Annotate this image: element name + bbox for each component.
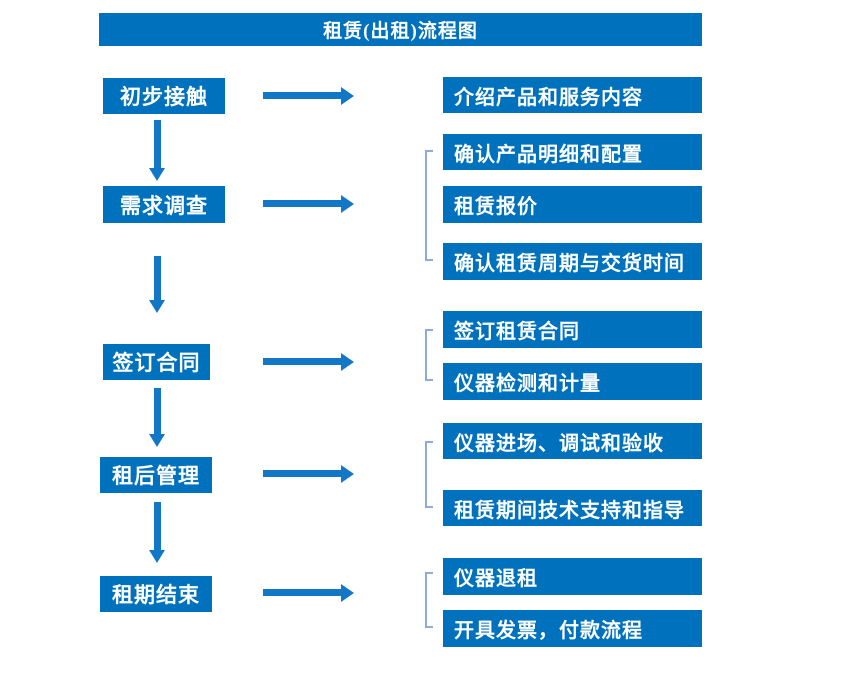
step-box-rental-end: 租期结束 xyxy=(100,576,212,612)
step-box-post-rental-management: 租后管理 xyxy=(100,457,212,493)
arrow-stem xyxy=(263,200,342,207)
arrow-right-icon-4 xyxy=(263,465,354,483)
group-bracket-demand-survey xyxy=(425,150,433,261)
detail-box-instrument-return: 仪器退租 xyxy=(443,558,702,595)
arrow-stem xyxy=(154,502,161,551)
arrow-head xyxy=(341,87,354,105)
arrow-down-icon-2 xyxy=(149,256,166,313)
detail-box-tech-support: 租赁期间技术支持和指导 xyxy=(443,490,702,526)
step-box-demand-survey: 需求调查 xyxy=(103,186,225,223)
group-bracket-sign-contract xyxy=(425,329,433,381)
arrow-right-icon-5 xyxy=(263,584,354,602)
arrow-down-icon-4 xyxy=(149,502,166,563)
arrow-head xyxy=(149,300,165,313)
arrow-head xyxy=(341,465,354,483)
arrow-down-icon-1 xyxy=(149,120,166,181)
detail-box-instrument-setup-acceptance: 仪器进场、调试和验收 xyxy=(443,423,702,459)
arrow-head xyxy=(149,550,165,563)
detail-box-introduce-products: 介绍产品和服务内容 xyxy=(443,77,702,113)
arrow-head xyxy=(149,168,165,181)
arrow-stem xyxy=(263,589,342,596)
flowchart-title: 租赁(出租)流程图 xyxy=(99,13,702,46)
arrow-stem xyxy=(154,388,161,435)
arrow-stem xyxy=(263,92,342,99)
group-bracket-post-rental-management xyxy=(425,441,433,508)
arrow-right-icon-2 xyxy=(263,195,354,213)
arrow-stem xyxy=(263,470,342,477)
arrow-stem xyxy=(154,256,161,301)
group-bracket-rental-end xyxy=(425,572,433,628)
detail-box-sign-rental-contract: 签订租赁合同 xyxy=(443,311,702,348)
detail-box-invoice-payment: 开具发票，付款流程 xyxy=(443,610,702,647)
step-box-sign-contract: 签订合同 xyxy=(103,344,210,380)
arrow-head xyxy=(341,584,354,602)
arrow-head xyxy=(149,434,165,447)
arrow-head xyxy=(341,353,354,371)
step-box-initial-contact: 初步接触 xyxy=(103,78,225,114)
arrow-head xyxy=(341,195,354,213)
arrow-right-icon-3 xyxy=(263,353,354,371)
arrow-stem xyxy=(263,358,342,365)
detail-box-rental-quote: 租赁报价 xyxy=(443,186,702,223)
detail-box-confirm-product-config: 确认产品明细和配置 xyxy=(443,134,702,170)
detail-box-instrument-testing: 仪器检测和计量 xyxy=(443,363,702,400)
arrow-down-icon-3 xyxy=(149,388,166,447)
arrow-right-icon-1 xyxy=(263,87,354,105)
arrow-stem xyxy=(154,120,161,169)
detail-box-confirm-period-delivery: 确认租赁周期与交货时间 xyxy=(443,243,702,280)
